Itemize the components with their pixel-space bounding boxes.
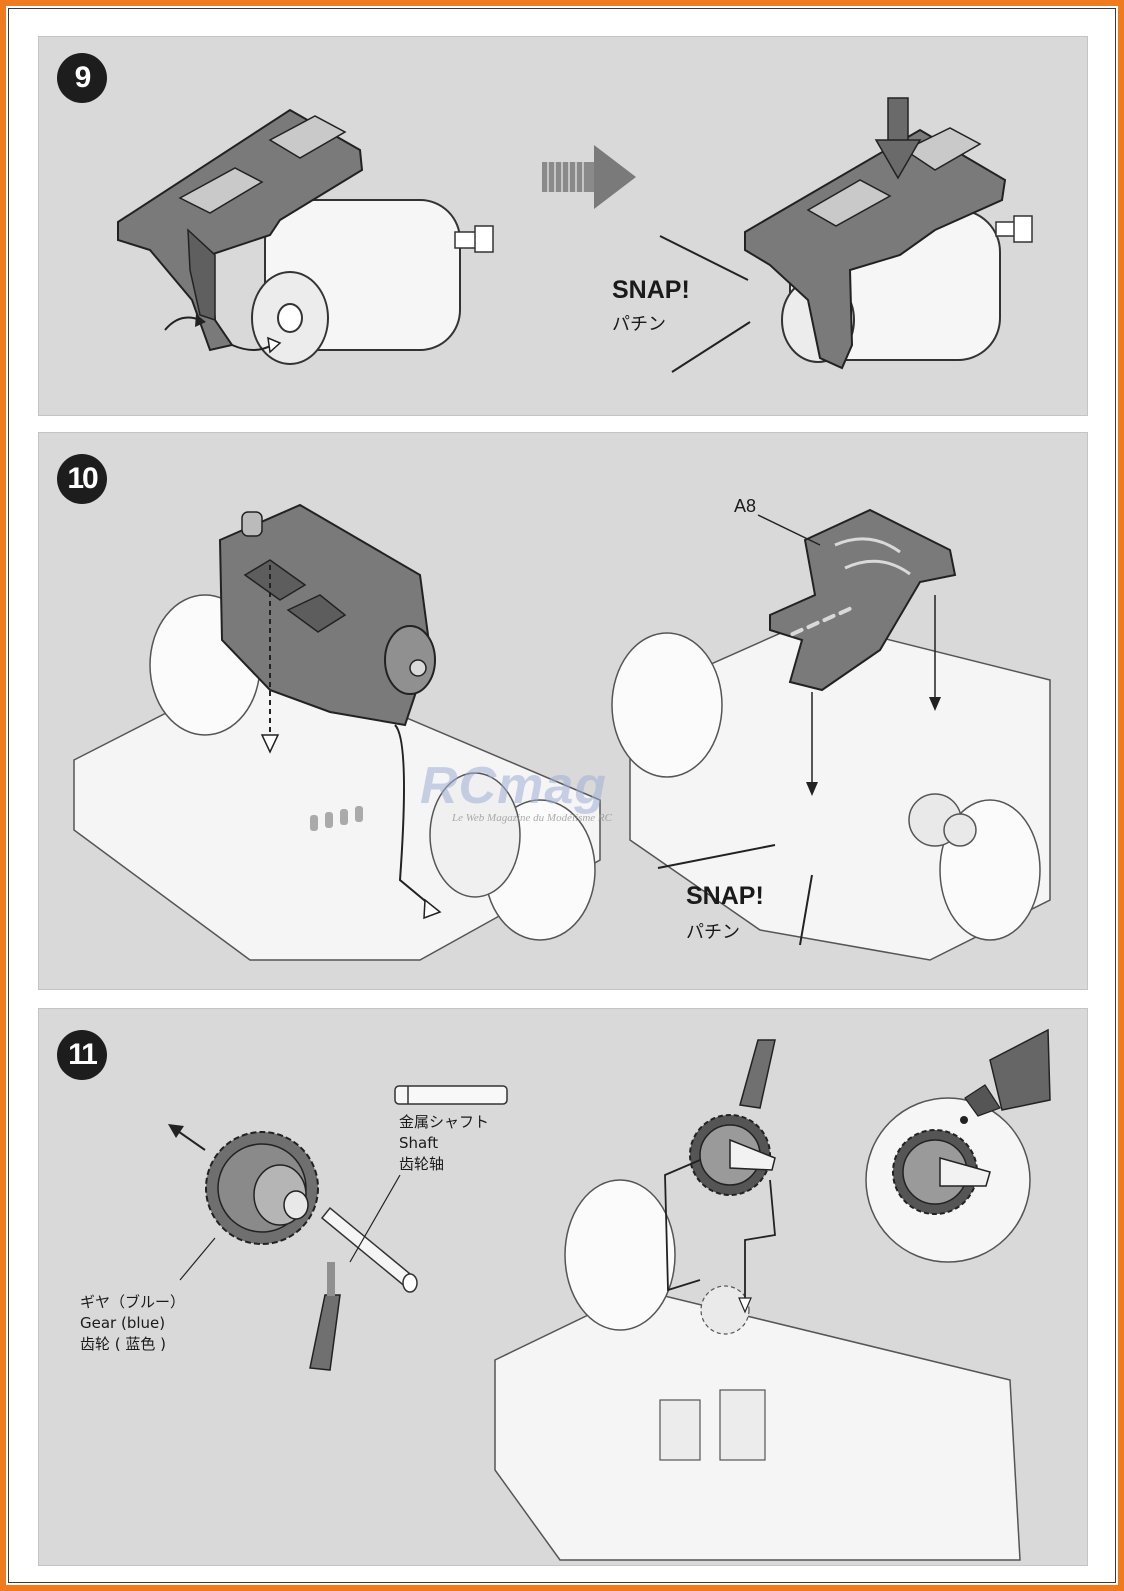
assembled-motor-holder — [744, 127, 1033, 370]
gear-leader — [179, 1237, 216, 1281]
grease-tube-icon — [309, 1262, 341, 1371]
metal-shaft-part — [320, 1206, 418, 1293]
chassis-right — [611, 619, 1051, 961]
gear-on-shaft — [689, 1114, 776, 1196]
grease-tube-icon — [739, 1039, 776, 1109]
chassis-left — [73, 594, 601, 961]
part-a8-cover — [769, 508, 957, 692]
snap-label-jp: パチン — [612, 314, 666, 335]
step-10-badge: 10 — [57, 454, 107, 504]
press-down-arrow — [874, 97, 922, 180]
shaft-leader — [349, 1174, 401, 1263]
shaft-callout: 金属シャフト Shaft 齿轮轴 — [399, 1112, 489, 1175]
gear-callout: ギヤ（ブルー） Gear (blue) 齿轮 ( 蓝色 ) — [80, 1292, 185, 1355]
rcmag-watermark-logo: RCmag — [420, 757, 608, 815]
shaft-label-jp: 金属シャフト — [399, 1113, 490, 1131]
snap-line — [671, 321, 751, 373]
rcmag-watermark-tagline: Le Web Magazine du Modélisme RC — [452, 812, 612, 824]
step-11-badge: 11 — [57, 1030, 107, 1080]
step-transition-arrow — [542, 145, 636, 209]
chassis-gear-assembly — [494, 1179, 1021, 1561]
motor-holder-part — [117, 108, 364, 352]
part-code-label: A8 — [734, 496, 757, 516]
shaft-label-cn: 齿轮轴 — [399, 1155, 445, 1173]
insertion-guide — [394, 724, 431, 906]
snap-line — [799, 874, 813, 946]
snap-line — [657, 844, 776, 869]
step-9-badge: 9 — [57, 53, 107, 103]
shaft-label-en: Shaft — [399, 1134, 439, 1152]
install-guide — [744, 1179, 776, 1305]
gear-label-jp: ギヤ（ブルー） — [80, 1293, 186, 1311]
motor-unit — [218, 503, 436, 727]
snap-label: SNAP! — [612, 276, 690, 304]
gear-label-cn: 齿轮 ( 蓝色 ) — [80, 1335, 167, 1353]
shaft-icon — [394, 1085, 508, 1105]
snap-label: SNAP! — [686, 882, 764, 910]
detail-inset — [865, 1028, 1051, 1263]
snap-line — [659, 235, 749, 281]
gear-icon — [205, 1131, 319, 1245]
gear-label-en: Gear (blue) — [80, 1314, 166, 1332]
motor-illustration — [251, 199, 494, 365]
snap-label-jp: パチン — [686, 922, 740, 943]
install-guide — [664, 1159, 701, 1292]
part-a8-leader — [757, 514, 821, 546]
